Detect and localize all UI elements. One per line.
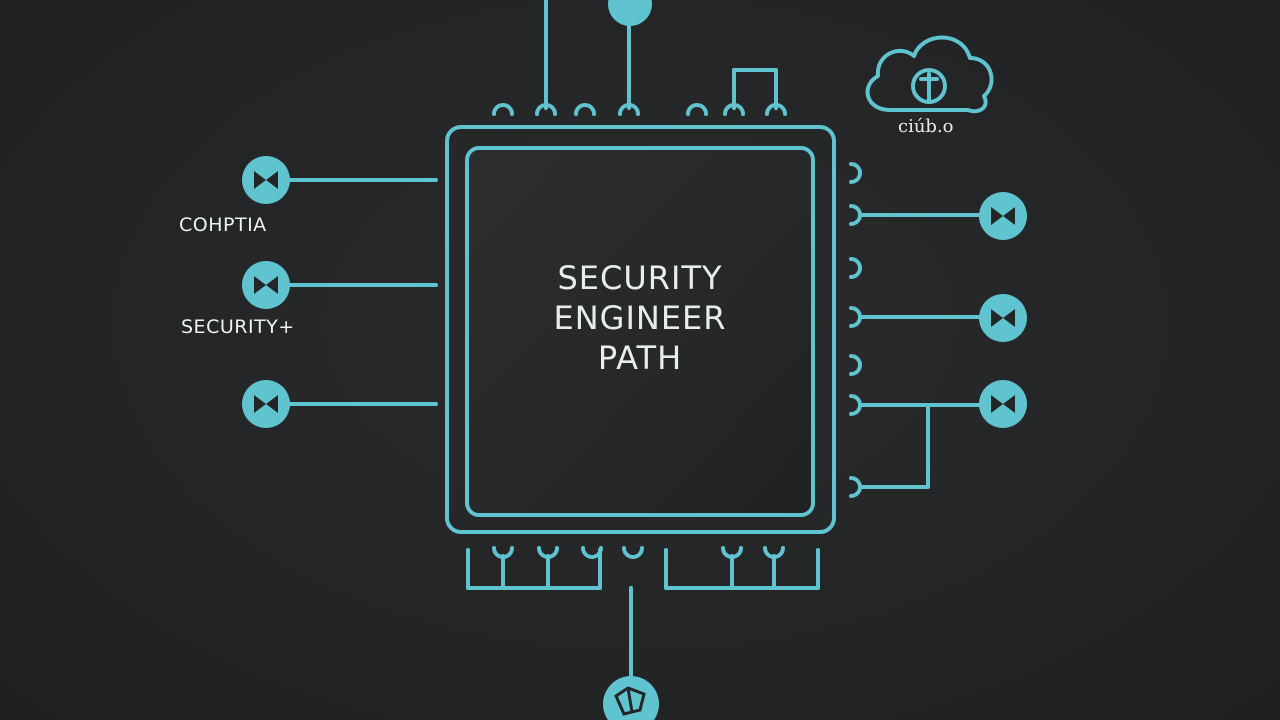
bottom-bus-left xyxy=(466,548,602,590)
top-pin xyxy=(765,103,787,116)
bowtie-icon xyxy=(979,192,1027,240)
top-pin xyxy=(723,103,745,116)
right-pin xyxy=(849,394,862,416)
right-pin xyxy=(849,257,862,279)
chip-outer-frame xyxy=(445,125,836,534)
cloud-label: ciúb.o xyxy=(898,116,954,137)
bowtie-icon xyxy=(242,261,290,309)
cloud-icon xyxy=(865,35,994,114)
right-pin xyxy=(849,162,862,184)
right-pin xyxy=(849,306,862,328)
bowtie-icon xyxy=(979,294,1027,342)
left-label-2: SECURITY+ xyxy=(181,316,295,338)
right-trace-branch xyxy=(860,403,930,489)
top-pin xyxy=(535,103,557,116)
chip-inner-frame xyxy=(465,146,815,517)
top-node xyxy=(608,0,652,26)
right-pin xyxy=(849,476,862,498)
bowtie-icon xyxy=(242,380,290,428)
bottom-bus-right xyxy=(664,548,820,590)
right-pin xyxy=(849,354,862,376)
top-pin xyxy=(492,103,514,116)
bowtie-icon xyxy=(979,380,1027,428)
top-trace-3 xyxy=(732,68,778,110)
chip-title: SECURITY ENGINEER PATH xyxy=(553,259,727,377)
shield-badge-icon xyxy=(603,676,659,720)
bowtie-icon xyxy=(242,156,290,204)
top-pin xyxy=(574,103,596,116)
left-label-1: COHPTIA xyxy=(179,214,267,236)
top-pin xyxy=(618,103,640,116)
right-pin xyxy=(849,204,862,226)
top-pin xyxy=(686,103,708,116)
bottom-pin xyxy=(622,546,644,559)
